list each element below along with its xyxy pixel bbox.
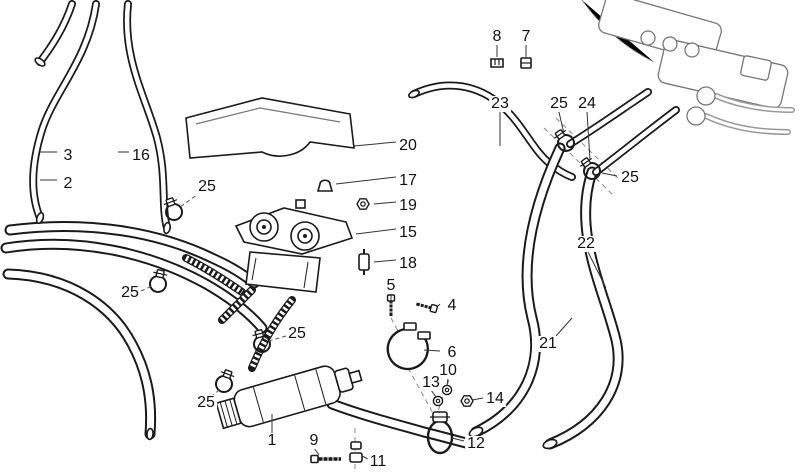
part-label-19: 19 bbox=[397, 197, 419, 214]
part-label-10: 10 bbox=[437, 362, 459, 379]
washer-10 bbox=[441, 384, 453, 396]
clip-8 bbox=[490, 58, 504, 68]
part-label-25: 25 bbox=[548, 95, 570, 112]
part-label-12: 12 bbox=[465, 435, 487, 452]
part-label-21: 21 bbox=[537, 335, 559, 352]
part-label-5: 5 bbox=[384, 277, 398, 294]
part-label-14: 14 bbox=[484, 390, 506, 407]
part-label-18: 18 bbox=[397, 255, 419, 272]
part-label-23: 23 bbox=[489, 95, 511, 112]
part-label-4: 4 bbox=[445, 297, 459, 314]
part-label-16: 16 bbox=[130, 147, 152, 164]
pump-part bbox=[215, 365, 363, 430]
part-label-15: 15 bbox=[397, 224, 419, 241]
hose-clamp-25 bbox=[147, 267, 170, 295]
part-label-25: 25 bbox=[195, 394, 217, 411]
part-label-20: 20 bbox=[397, 137, 419, 154]
part-label-6: 6 bbox=[445, 344, 459, 361]
part-label-22: 22 bbox=[575, 235, 597, 252]
nut-14 bbox=[460, 395, 474, 407]
cover-part bbox=[185, 97, 355, 159]
clip-7 bbox=[520, 57, 532, 69]
part-label-7: 7 bbox=[519, 28, 533, 45]
mount-18 bbox=[358, 249, 370, 275]
clamp-ring-12 bbox=[426, 411, 454, 455]
screw-4 bbox=[414, 299, 440, 315]
part-label-3: 3 bbox=[61, 147, 75, 164]
engine-assembly-art bbox=[581, 0, 795, 135]
part-label-9: 9 bbox=[307, 432, 321, 449]
part-label-25: 25 bbox=[196, 178, 218, 195]
part-label-24: 24 bbox=[576, 95, 598, 112]
part-label-17: 17 bbox=[397, 172, 419, 189]
part-label-25: 25 bbox=[619, 169, 641, 186]
part-label-8: 8 bbox=[490, 28, 504, 45]
bolt-9 bbox=[310, 454, 341, 464]
grommet-17 bbox=[316, 179, 334, 192]
part-label-1: 1 bbox=[265, 432, 279, 449]
part-label-2: 2 bbox=[61, 175, 75, 192]
part-label-13: 13 bbox=[420, 374, 442, 391]
washer-13 bbox=[432, 395, 444, 407]
part-label-25: 25 bbox=[286, 325, 308, 342]
nut-19 bbox=[356, 198, 370, 210]
hoses bbox=[6, 4, 676, 450]
bracket-6 bbox=[386, 322, 431, 371]
part-label-11: 11 bbox=[367, 453, 389, 470]
valve-assembly bbox=[234, 199, 354, 293]
hose-clamp-25 bbox=[212, 367, 238, 396]
sleeves-11 bbox=[349, 441, 363, 463]
part-label-25: 25 bbox=[119, 284, 141, 301]
hose-open-ends bbox=[34, 57, 558, 450]
